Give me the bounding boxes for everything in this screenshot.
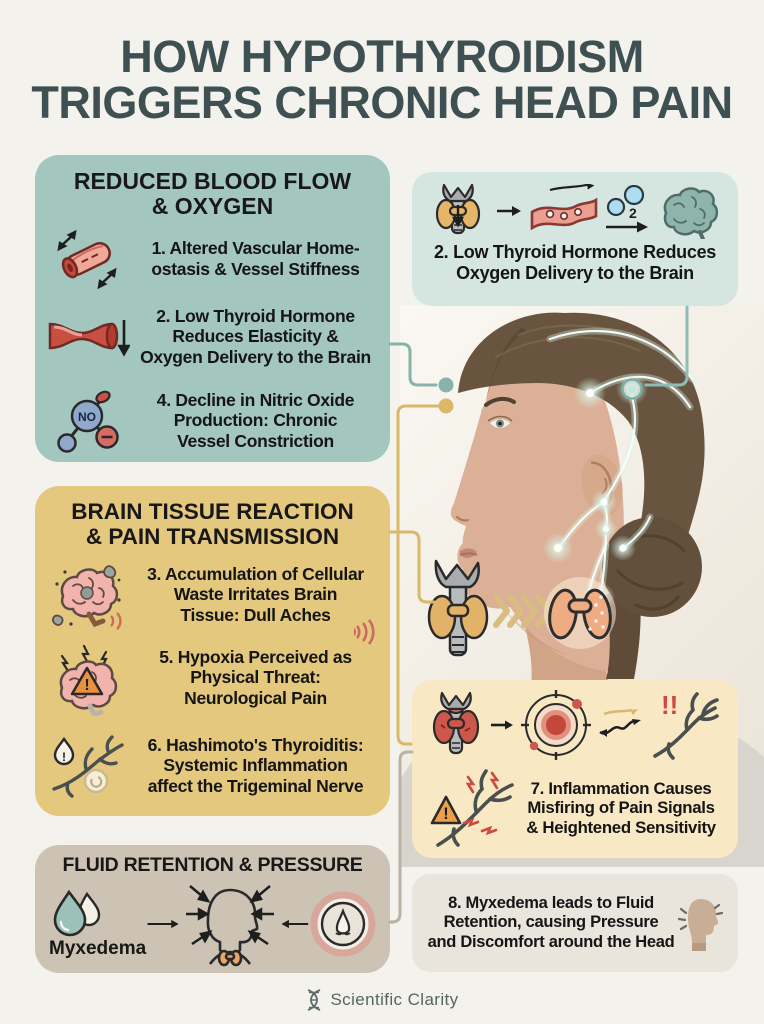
section-reduced-blood-flow: REDUCED BLOOD FLOW & OXYGEN <box>35 155 390 462</box>
teal-ring-node <box>616 373 648 405</box>
thyroid-inflamed-icon <box>432 691 480 755</box>
inflammation-target-icon <box>521 690 591 760</box>
arrow-left-icon <box>281 920 309 929</box>
item-text: 7. Inflammation Causes Misfiring of Pain… <box>526 778 716 837</box>
item-text: 8. Myxedema leads to Fluid Retention, ca… <box>427 894 675 951</box>
thyroid-low-icon <box>435 183 481 235</box>
arrow-right-icon <box>147 920 179 929</box>
myxedema-label: Myxedema <box>49 938 147 960</box>
section-inflammation: !! <box>412 680 738 858</box>
exclaim-label: ! <box>84 677 89 694</box>
neck-thyroid-icon <box>544 577 616 649</box>
misfire-arrow-icon <box>599 708 641 737</box>
item-text: 5. Hypoxia Perceived as Physical Threat:… <box>159 647 352 708</box>
eyelid-line <box>487 415 513 422</box>
warning-nerve-icon: ! <box>424 767 516 849</box>
head-pressure-icon <box>180 880 280 968</box>
vessel-constricted-icon <box>45 312 131 362</box>
section-fluid-retention: FLUID RETENTION & PRESSURE Myxedema <box>35 845 390 973</box>
lip-line <box>459 552 478 556</box>
nerve-inflammation-icon: ! <box>45 733 131 799</box>
eyebrow <box>484 396 516 407</box>
thyroid-gland-icon <box>427 559 489 657</box>
hair-highlights <box>495 324 655 358</box>
item-text: 6. Hashimoto's Thyroiditis: Systemic Inf… <box>147 735 364 796</box>
section-brain-tissue-reaction: BRAIN TISSUE REACTION & PAIN TRANSMISSIO… <box>35 486 390 816</box>
pain-waves-icon <box>354 619 375 646</box>
brand-name: Scientific Clarity <box>330 990 459 1009</box>
section-heading: BRAIN TISSUE REACTION & PAIN TRANSMISSIO… <box>71 499 354 549</box>
dna-icon <box>308 989 321 1011</box>
page-title: HOW HYPOTHYROIDISM TRIGGERS CHRONIC HEAD… <box>31 31 733 128</box>
section-heading: REDUCED BLOOD FLOW & OXYGEN <box>73 168 352 220</box>
exclaim-label: ! <box>443 804 449 823</box>
no-label: NO <box>78 410 96 424</box>
blood-vessel-flow-icon <box>530 184 598 231</box>
myxedema-droplets-icon <box>49 888 111 940</box>
item-text: 3. Accumulation of Cellular Waste Irrita… <box>131 544 380 646</box>
brain-icon <box>663 187 718 239</box>
arrow-right-icon <box>491 720 513 730</box>
item-text: 2. Low Thyroid Hormone Reduces Elasticit… <box>140 306 371 367</box>
item-text: 1. Altered Vascular Home- ostasis & Vess… <box>151 238 360 279</box>
section-heading: FLUID RETENTION & PRESSURE <box>62 854 363 876</box>
nerve-alert-icon: !! <box>653 690 719 760</box>
brain-waste-icon <box>45 560 131 630</box>
pupil <box>498 421 502 426</box>
vessel-stretch-icon <box>45 228 131 290</box>
nostril <box>456 516 469 522</box>
hair-bun <box>602 517 702 617</box>
item-text: 2. Low Thyroid Hormone Reduces Oxygen De… <box>433 242 717 283</box>
brain-alert-icon: ! <box>45 640 131 716</box>
double-exclaim-label: !! <box>661 690 678 720</box>
head-discomfort-icon <box>676 895 724 951</box>
exclaim-label: ! <box>62 750 66 764</box>
footer-brand: Scientific Clarity <box>0 988 764 1012</box>
o2-sub-label: 2 <box>629 205 637 221</box>
sinus-pressure-icon <box>310 891 376 957</box>
section-myxedema: 8. Myxedema leads to Fluid Retention, ca… <box>412 874 738 972</box>
oxygen-molecules-icon: 2 <box>606 185 648 233</box>
item-text: 4. Decline in Nitric Oxide Production: C… <box>156 390 355 451</box>
nitric-oxide-molecule-icon: NO <box>45 387 131 455</box>
arrow-right-icon <box>497 206 521 216</box>
section-oxygen-delivery: 2 2. Low Thyroid Hormone Reduces Oxygen … <box>412 172 738 306</box>
